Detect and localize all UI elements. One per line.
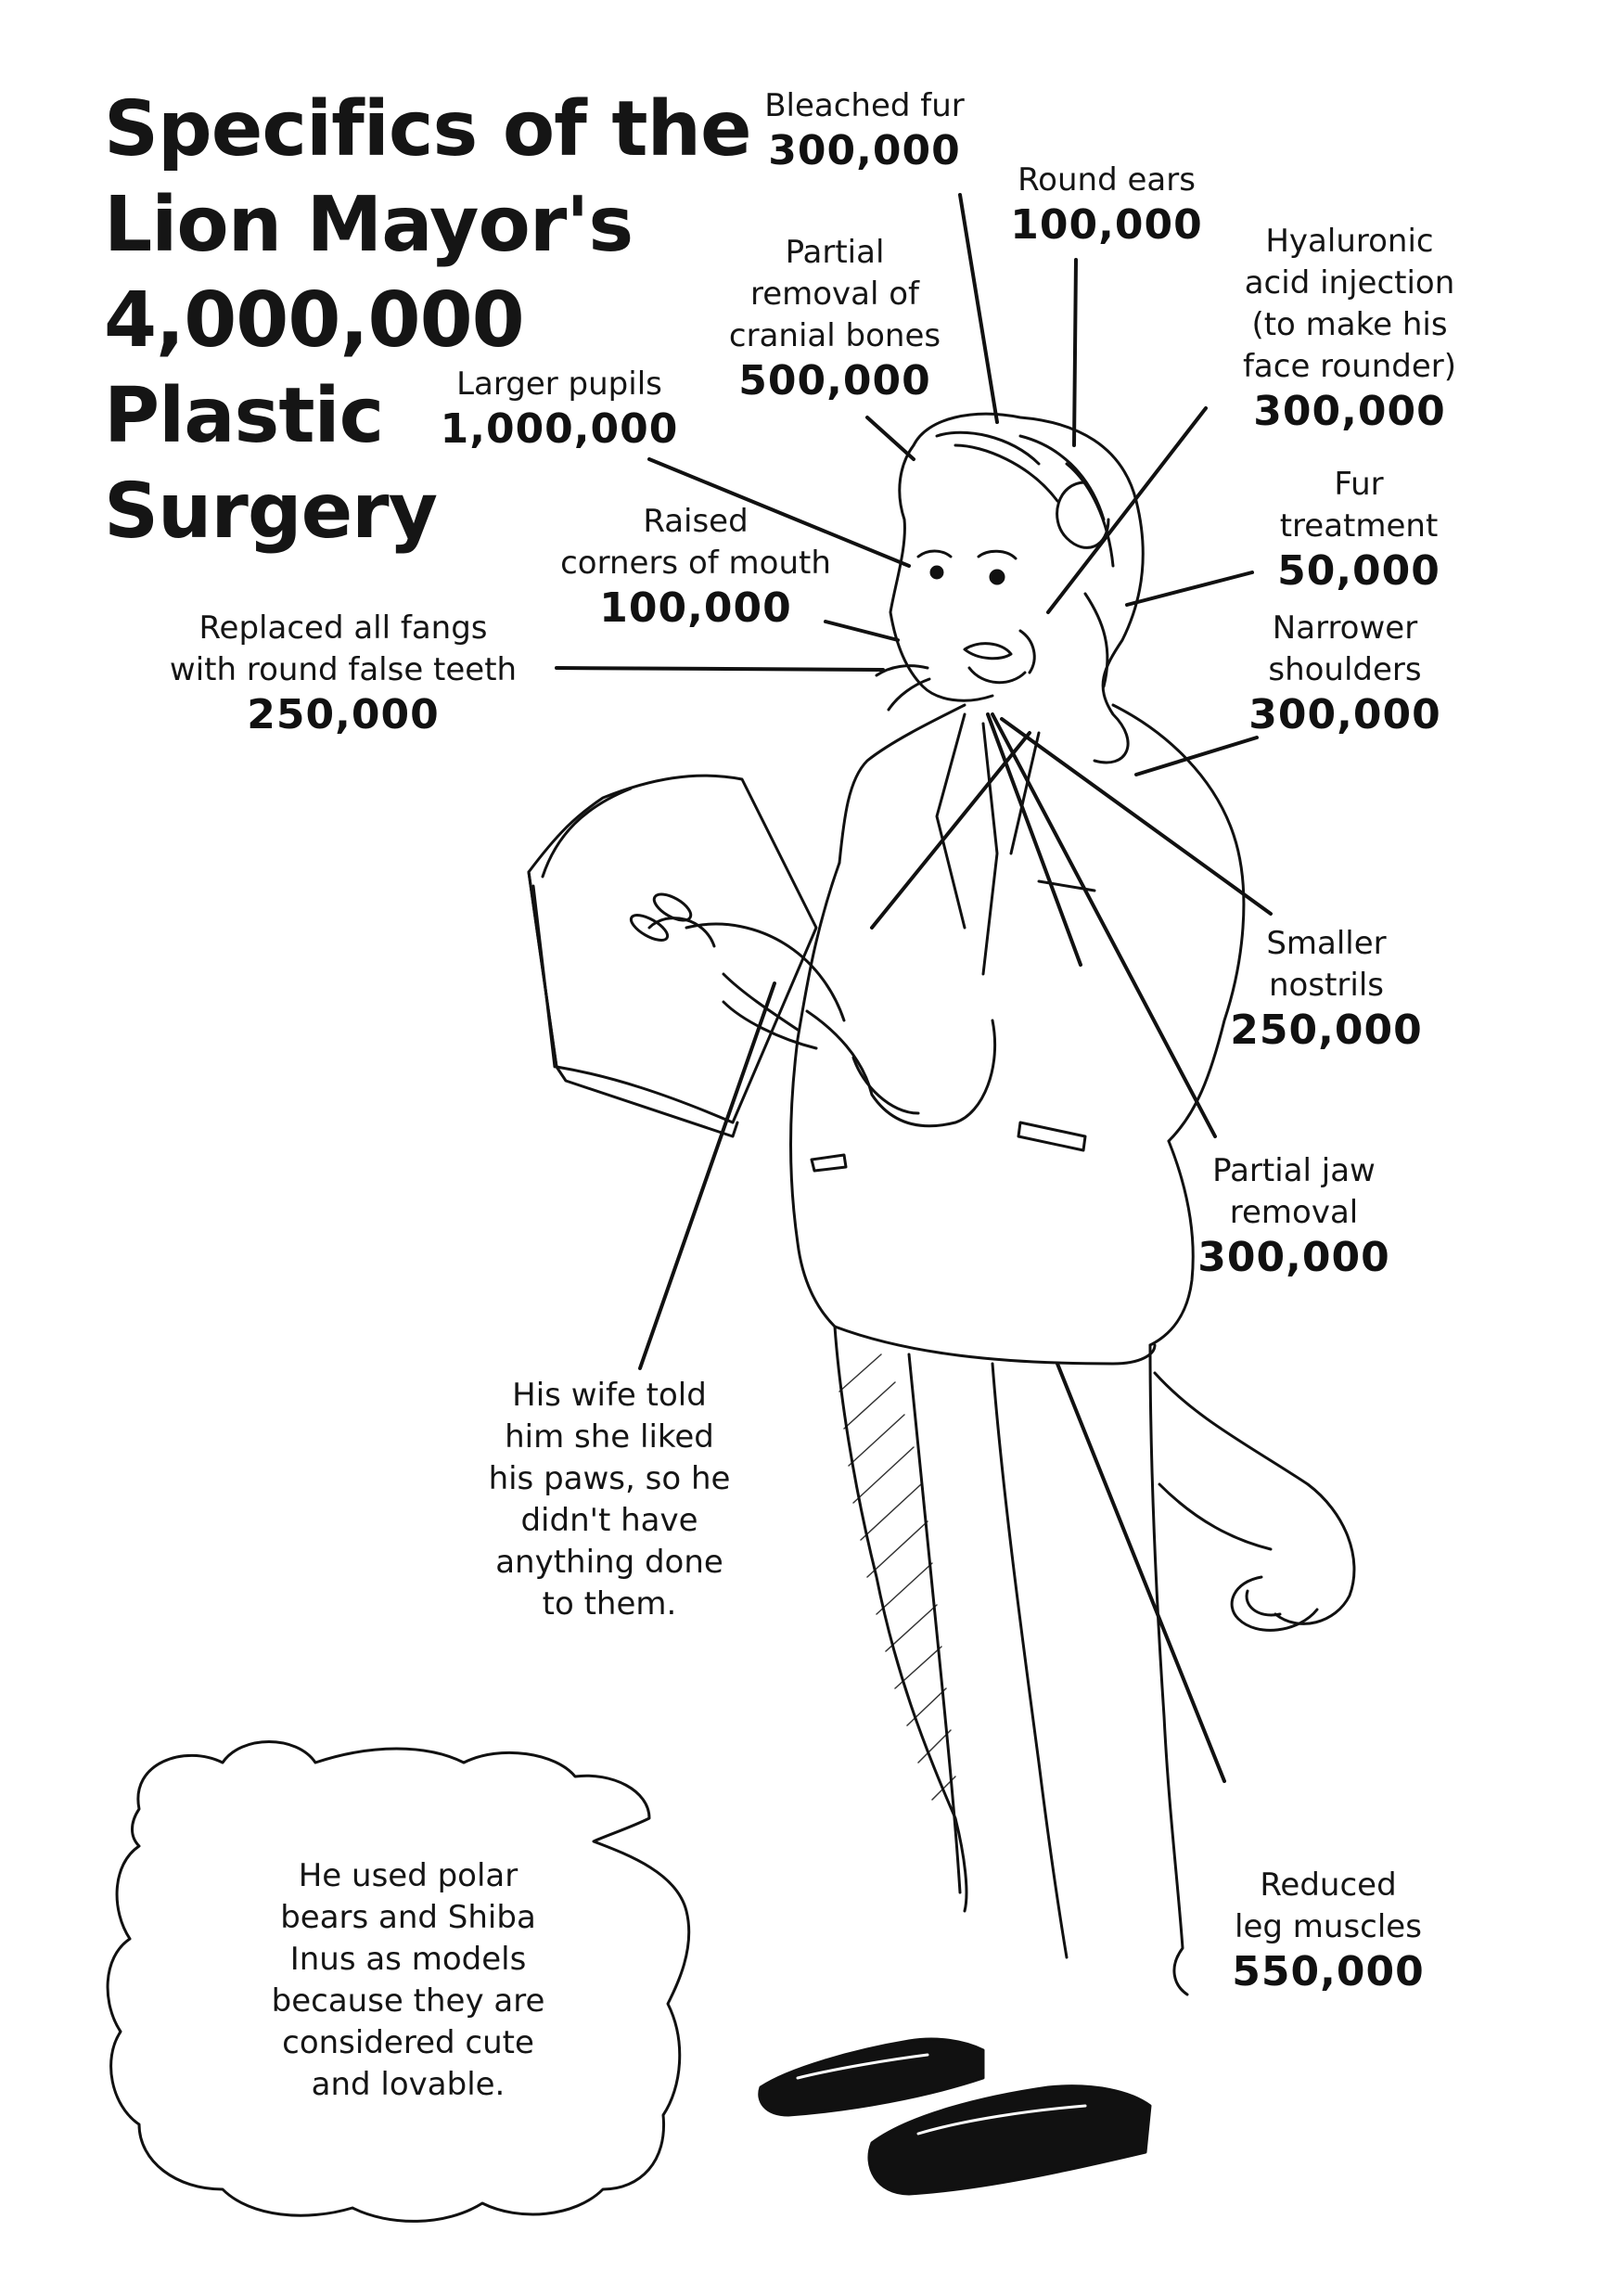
label-text: acid injection	[1244, 264, 1455, 301]
label-cranial-bones: Partial removal of cranial bones 500,000	[729, 232, 941, 405]
label-cost: 250,000	[247, 691, 440, 738]
page-title: Specifics of the Lion Mayor's 4,000,000 …	[104, 82, 752, 559]
note-line: anything done	[495, 1544, 723, 1581]
title-line: Specifics of the	[104, 85, 752, 173]
title-line: 4,000,000	[104, 276, 525, 365]
label-text: Replaced all fangs	[198, 609, 488, 647]
label-cost: 500,000	[738, 357, 931, 404]
label-bleached-fur: Bleached fur 300,000	[764, 85, 965, 175]
label-text: corners of mouth	[560, 545, 831, 582]
label-text: cranial bones	[728, 317, 941, 354]
label-larger-pupils: Larger pupils 1,000,000	[441, 364, 679, 454]
label-cost: 300,000	[1253, 388, 1446, 435]
paws-note: His wife told him she liked his paws, so…	[489, 1375, 731, 1625]
label-text: Partial	[785, 234, 885, 271]
label-hyaluronic-acid: Hyaluronic acid injection (to make his f…	[1243, 221, 1456, 436]
label-text: shoulders	[1268, 651, 1422, 688]
label-text: Partial jaw	[1212, 1152, 1376, 1189]
note-line: didn't have	[520, 1502, 698, 1539]
note-line: to them.	[542, 1585, 677, 1623]
label-text: Round ears	[1018, 161, 1196, 199]
label-false-teeth: Replaced all fangs with round false teet…	[170, 608, 517, 739]
label-raised-mouth: Raised corners of mouth 100,000	[560, 501, 831, 633]
label-cost: 300,000	[1248, 691, 1441, 738]
legs	[833, 1325, 1189, 1996]
note-line: He used polar	[298, 1857, 518, 1894]
leader-lines	[555, 193, 1273, 1783]
label-text: Smaller	[1266, 925, 1387, 962]
note-line: His wife told	[512, 1377, 707, 1414]
note-line: his paws, so he	[488, 1460, 731, 1497]
paw-and-arm	[629, 892, 997, 1128]
label-cost: 300,000	[768, 127, 961, 174]
label-cost: 1,000,000	[440, 405, 679, 453]
label-partial-jaw: Partial jaw removal 300,000	[1197, 1150, 1389, 1282]
tail	[1153, 1371, 1356, 1632]
label-text: leg muscles	[1235, 1908, 1422, 1945]
label-text: Larger pupils	[456, 366, 662, 403]
label-text: nostrils	[1269, 967, 1384, 1004]
label-text: removal	[1229, 1194, 1359, 1231]
title-line: Surgery	[104, 468, 438, 556]
label-narrower-shoulders: Narrower shoulders 300,000	[1248, 608, 1440, 739]
note-line: and lovable.	[311, 2066, 506, 2103]
label-text: Reduced	[1260, 1866, 1397, 1904]
thought-cloud	[106, 1740, 691, 2223]
label-text: removal of	[749, 276, 920, 313]
note-line: because they are	[271, 1982, 545, 2020]
label-text: Narrower	[1272, 609, 1418, 647]
label-fur-treatment: Fur treatment 50,000	[1277, 464, 1440, 596]
label-text: with round false teeth	[169, 651, 518, 688]
label-text: Bleached fur	[764, 87, 965, 124]
label-text: Fur	[1334, 466, 1384, 503]
label-cost: 250,000	[1230, 1007, 1423, 1054]
title-line: Plastic	[104, 372, 384, 460]
label-text: (to make his	[1251, 306, 1448, 343]
label-leg-muscles: Reduced leg muscles 550,000	[1232, 1865, 1424, 1996]
shoes	[758, 2037, 1152, 2196]
book	[527, 774, 818, 1138]
label-smaller-nostrils: Smaller nostrils 250,000	[1230, 923, 1422, 1055]
label-cost: 100,000	[1010, 201, 1203, 249]
label-text: Raised	[643, 503, 749, 540]
label-cost: 50,000	[1277, 547, 1440, 595]
suit-jacket	[789, 703, 1246, 1366]
cloud-note: He used polar bears and Shiba Inus as mo…	[272, 1855, 545, 2106]
lion-head	[875, 412, 1145, 764]
note-line: him she liked	[505, 1418, 714, 1456]
label-cost: 550,000	[1232, 1948, 1425, 1995]
label-text: face rounder)	[1242, 348, 1457, 385]
title-line: Lion Mayor's	[104, 181, 634, 269]
label-cost: 100,000	[599, 584, 792, 632]
note-line: Inus as models	[289, 1941, 527, 1978]
label-text: Hyaluronic	[1265, 223, 1434, 260]
label-round-ears: Round ears 100,000	[1010, 160, 1202, 250]
note-line: bears and Shiba	[280, 1899, 536, 1936]
note-line: considered cute	[282, 2024, 534, 2061]
label-text: treatment	[1279, 507, 1439, 545]
label-cost: 300,000	[1197, 1234, 1390, 1281]
